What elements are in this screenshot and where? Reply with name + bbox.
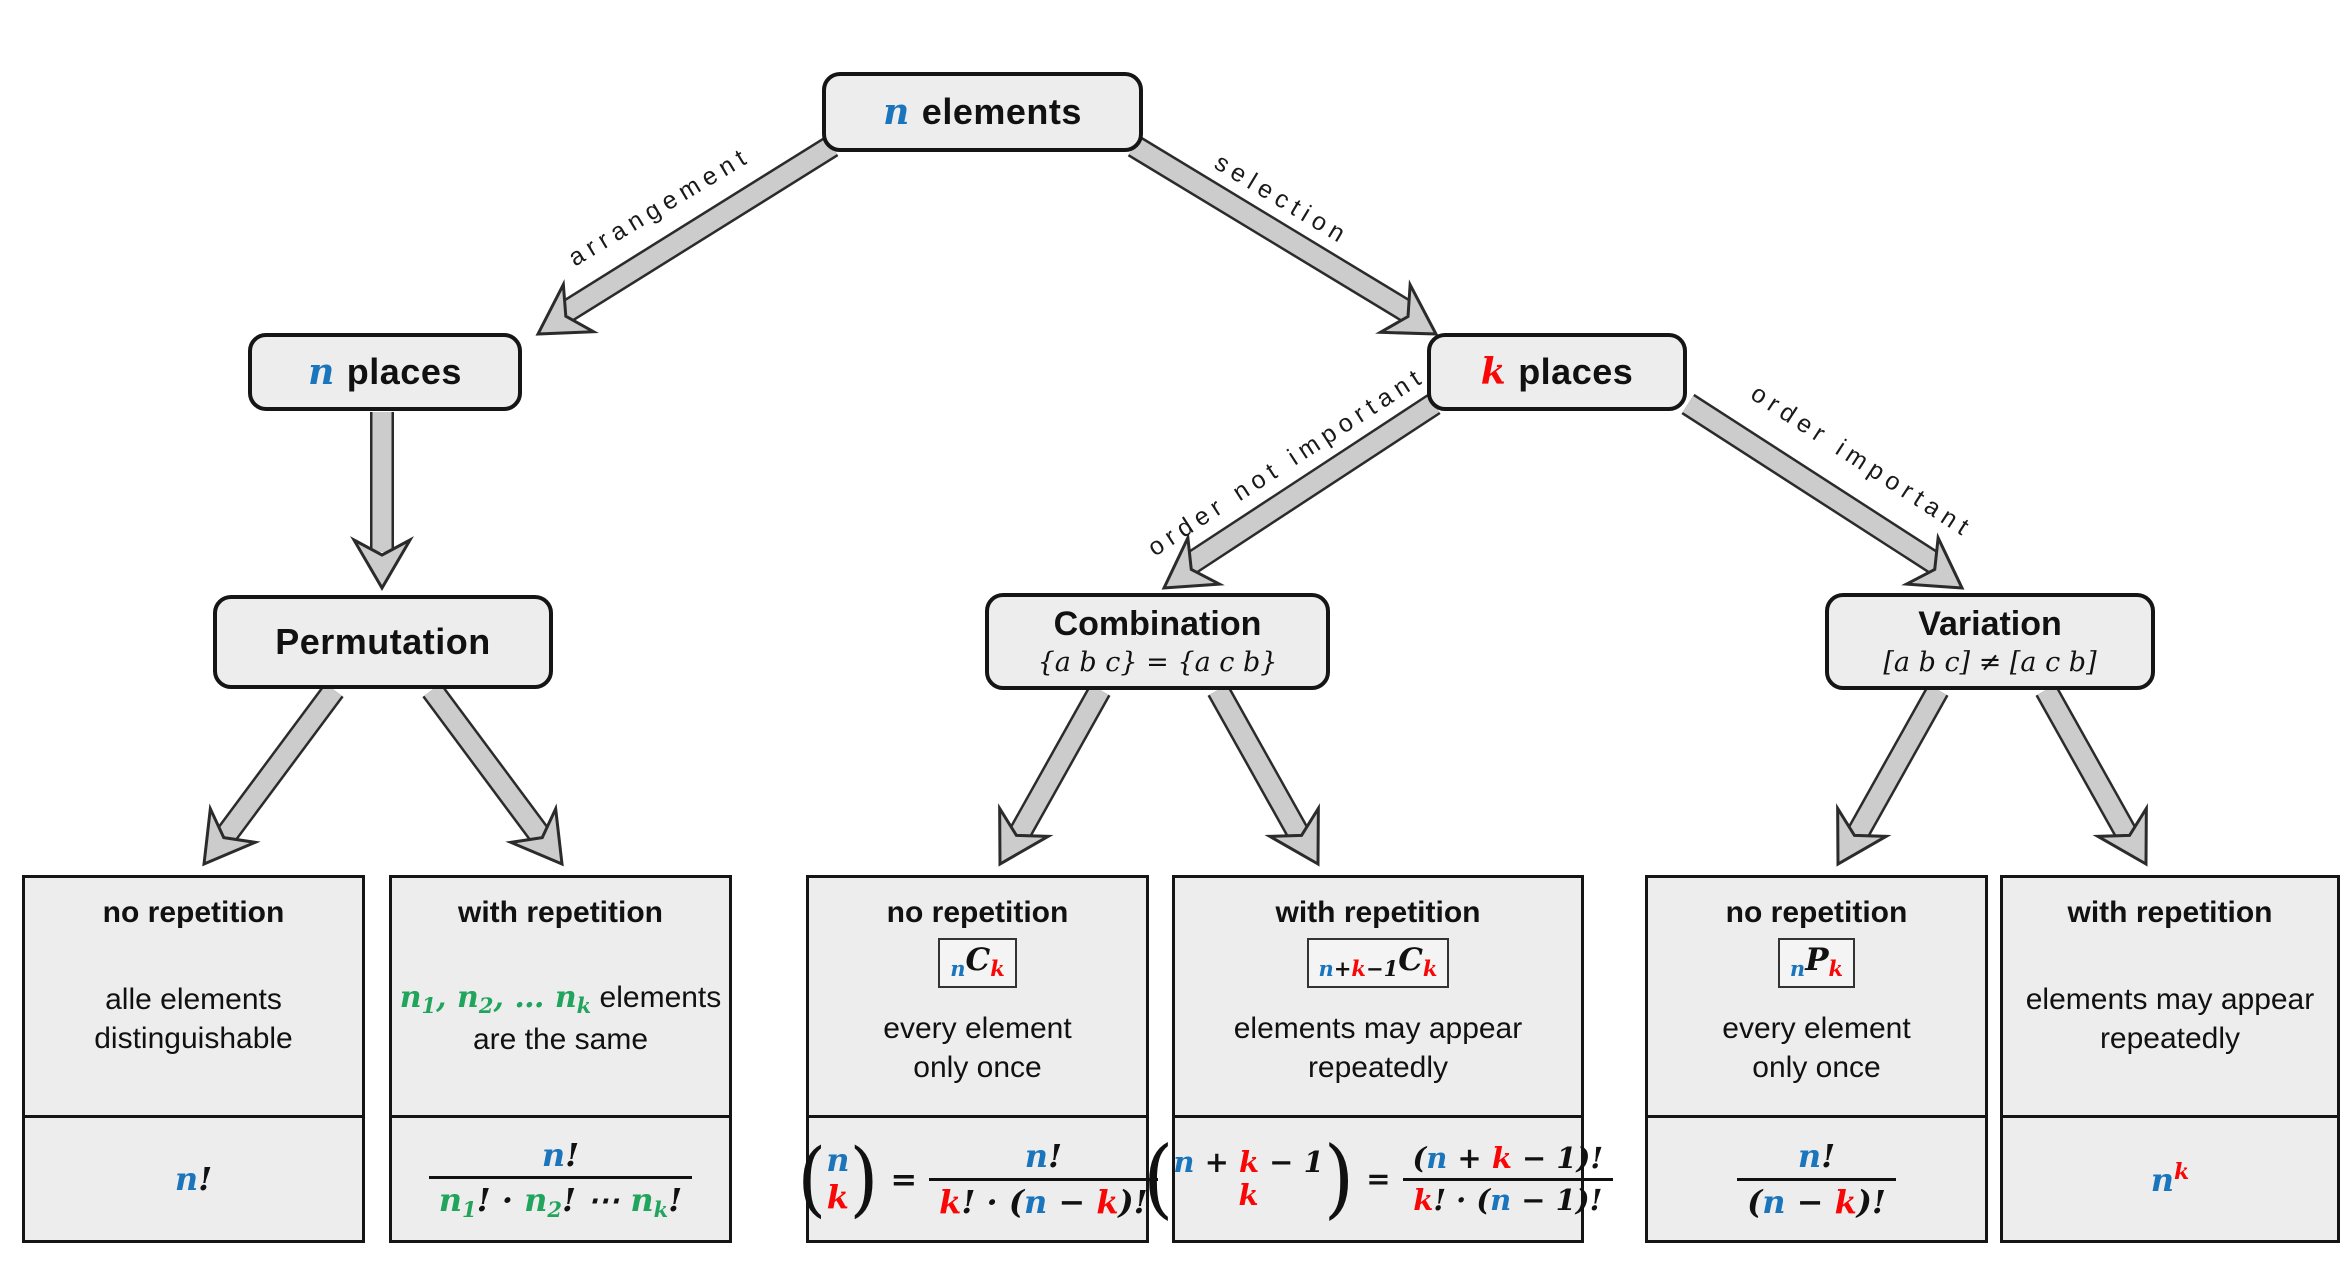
badge-n+k-1Ck: n+k−1Ck	[1306, 938, 1450, 989]
numerator: n!	[929, 1137, 1158, 1181]
leaf-title: no repetition	[102, 896, 285, 929]
leaf-body: every element only once	[883, 988, 1071, 1115]
fraction: n! n1! · n2! ⋯ nk!	[428, 1136, 693, 1223]
leaf-body: elements may appear repeatedly	[2026, 930, 2315, 1115]
arrow-root-to-k-places	[1127, 135, 1439, 336]
leaf-body: alle elements distinguishable	[94, 930, 292, 1115]
body-line-2: only once	[913, 1050, 1042, 1084]
math-sup-k: k	[2174, 1159, 2190, 1185]
leaf-title: no repetition	[1725, 896, 1908, 929]
math-n1-nk: n1, n2, … nk	[399, 980, 592, 1019]
math-n: n	[308, 351, 335, 393]
math-n: n	[174, 1160, 199, 1198]
leaf-variation-with-repetition: with repetition elements may appear repe…	[2000, 875, 2340, 1243]
math-n: n	[2150, 1161, 2174, 1199]
denominator: k! · (n − k)!	[939, 1182, 1148, 1221]
body-line-2: distinguishable	[94, 1021, 293, 1055]
node-variation: Variation [a b c] ≠ [a c b]	[1825, 593, 2155, 690]
node-n-elements: n elements	[822, 72, 1143, 152]
node-n-elements-label: n elements	[883, 91, 1082, 133]
numerator: (n + k − 1)!	[1402, 1141, 1614, 1181]
math-bang: !	[198, 1160, 213, 1198]
body-line-1: every element	[883, 1011, 1072, 1045]
label-elements: elements	[921, 91, 1082, 132]
leaf-title: with repetition	[1275, 896, 1481, 929]
arrow-permutation-to-with-repetition	[422, 682, 564, 867]
body-line-1: elements may appear	[1233, 1011, 1523, 1045]
equals-sign: =	[890, 1160, 918, 1198]
node-variation-subtitle: [a b c] ≠ [a c b]	[1883, 647, 2097, 678]
arrow-k-places-to-variation	[1681, 393, 1965, 590]
formula-n-factorial: n!	[25, 1115, 362, 1240]
numerator: n!	[428, 1136, 693, 1180]
denominator: k! · (n − 1)!	[1413, 1182, 1603, 1217]
body-line-1: alle elements	[105, 982, 282, 1016]
leaf-title: with repetition	[458, 896, 663, 929]
math-k: k	[1480, 351, 1507, 393]
arrow-combination-to-no-repetition	[998, 684, 1111, 867]
denominator: (n − k)!	[1747, 1182, 1886, 1221]
arrow-root-to-n-places	[535, 135, 839, 336]
node-permutation-title: Permutation	[275, 621, 491, 662]
arrow-n-places-to-permutation	[350, 412, 414, 591]
badge-nCk: nCk	[938, 938, 1017, 989]
leaf-title: no repetition	[886, 896, 1069, 929]
body-line-1: every element	[1722, 1011, 1911, 1045]
label-places: places	[1518, 351, 1634, 392]
denominator: n1! · n2! ⋯ nk!	[438, 1181, 683, 1223]
badge-nPk: nPk	[1777, 938, 1856, 989]
fraction: n! k! · (n − k)!	[929, 1137, 1158, 1221]
arrow-k-places-to-combination	[1161, 393, 1441, 590]
leaf-variation-no-repetition: no repetition nPk every element only onc…	[1645, 875, 1988, 1243]
equals-sign: =	[1366, 1162, 1391, 1196]
arrow-variation-to-no-repetition	[1836, 684, 1949, 867]
leaf-title: with repetition	[2067, 896, 2273, 929]
leaf-body: every element only once	[1722, 988, 1910, 1115]
formula-multinomial: n! n1! · n2! ⋯ nk!	[392, 1115, 729, 1240]
arrow-variation-to-with-repetition	[2035, 684, 2148, 867]
leaf-combination-no-repetition: no repetition nCk every element only onc…	[797, 875, 1158, 1243]
numerator: n!	[1737, 1137, 1896, 1181]
fraction: n! (n − k)!	[1737, 1137, 1896, 1221]
body-line-2: are the same	[472, 1022, 649, 1056]
leaf-permutation-no-repetition: no repetition alle elements distinguisha…	[22, 875, 365, 1243]
body-line-2: repeatedly	[1307, 1050, 1449, 1084]
math-n: n	[883, 91, 910, 133]
node-combination-subtitle: {a b c} = {a c b}	[1037, 647, 1278, 678]
leaf-permutation-with-repetition: with repetition n1, n2, … nk elements ar…	[389, 875, 732, 1243]
body-text: elements	[591, 981, 722, 1015]
leaf-combination-with-repetition: with repetition n+k−1Ck elements may app…	[1143, 875, 1614, 1243]
leaf-body: elements may appear repeatedly	[1234, 988, 1523, 1115]
body-line-2: only once	[1752, 1050, 1881, 1084]
arrow-combination-to-with-repetition	[1207, 684, 1320, 867]
node-combination: Combination {a b c} = {a c b}	[985, 593, 1330, 690]
node-variation-title: Variation	[1918, 605, 2062, 643]
arrow-permutation-to-no-repetition	[202, 682, 344, 867]
body-line-1: n1, n2, … nk elements	[400, 978, 722, 1019]
fraction: (n + k − 1)! k! · (n − 1)!	[1402, 1141, 1614, 1218]
node-combination-title: Combination	[1053, 605, 1262, 643]
node-permutation: Permutation	[213, 595, 553, 689]
label-places: places	[346, 351, 462, 392]
body-line-2: repeatedly	[2099, 1021, 2241, 1055]
formula-n-power-k: nk	[2003, 1115, 2337, 1240]
leaf-body: n1, n2, … nk elements are the same	[400, 930, 722, 1115]
body-line-1: elements may appear	[2025, 982, 2315, 1016]
formula-permutations-k-of-n: n! (n − k)!	[1648, 1115, 1985, 1240]
